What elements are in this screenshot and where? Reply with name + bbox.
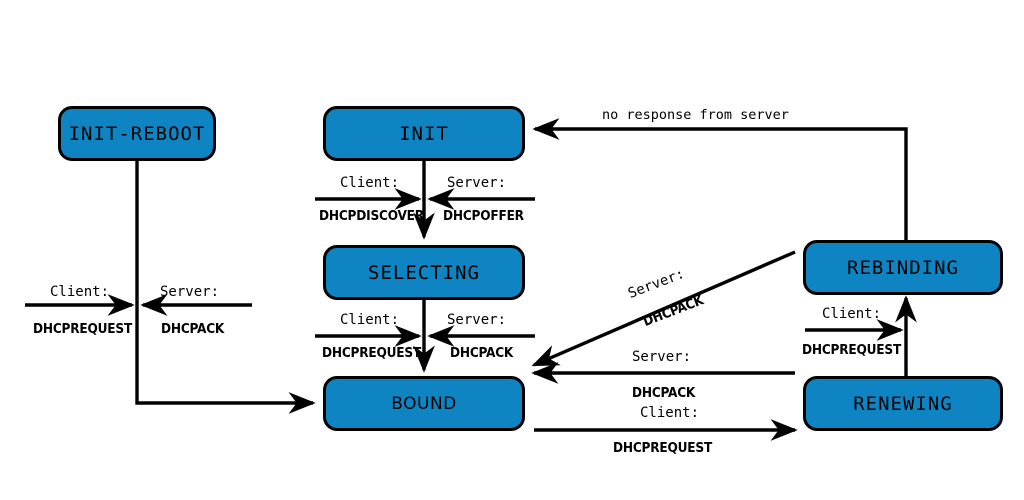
edge-initreboot-to-bound bbox=[135, 161, 316, 414]
state-node-selecting[interactable]: SELECTING bbox=[323, 245, 525, 300]
state-label-init: INIT bbox=[399, 122, 449, 145]
edge-label-selecting-client-msg: DHCPREQUEST bbox=[322, 345, 422, 361]
edge-label-no-response-note: no response from server bbox=[602, 107, 789, 123]
edge-label-reboot-server-msg: DHCPACK bbox=[161, 321, 225, 337]
state-node-init[interactable]: INIT bbox=[323, 106, 525, 161]
state-label-selecting: SELECTING bbox=[368, 261, 480, 284]
edge-label-bound-renewing-actor: Client: bbox=[640, 405, 700, 421]
edge-label-reboot-client-msg: DHCPREQUEST bbox=[33, 321, 133, 337]
state-label-bound: BOUND bbox=[391, 393, 457, 414]
edge-label-selecting-server-actor: Server: bbox=[447, 312, 507, 328]
edge-label-selecting-client-actor: Client: bbox=[340, 312, 400, 328]
edge-rebinding-to-bound bbox=[531, 250, 796, 367]
edge-label-selecting-server-msg: DHCPACK bbox=[450, 345, 514, 361]
edge-label-renewing-rebinding-msg: DHCPREQUEST bbox=[802, 342, 902, 358]
state-node-bound[interactable]: BOUND bbox=[323, 376, 525, 431]
edge-label-bound-renewing-msg: DHCPREQUEST bbox=[613, 440, 713, 456]
edge-label-renewing-bound-actor: Server: bbox=[632, 349, 692, 365]
edge-rebinding-to-init bbox=[532, 118, 908, 240]
edge-label-init-server-actor: Server: bbox=[447, 175, 507, 191]
edge-label-renewing-rebinding-actor: Client: bbox=[822, 306, 882, 322]
edge-label-init-client-actor: Client: bbox=[340, 175, 400, 191]
state-label-renewing: RENEWING bbox=[853, 392, 953, 415]
state-label-init-reboot: INIT-REBOOT bbox=[68, 122, 206, 145]
edge-label-renewing-bound-msg: DHCPACK bbox=[632, 385, 696, 401]
state-node-init-reboot[interactable]: INIT-REBOOT bbox=[58, 106, 216, 161]
edge-label-init-server-msg: DHCPOFFER bbox=[443, 208, 524, 224]
state-node-renewing[interactable]: RENEWING bbox=[803, 376, 1003, 431]
state-label-rebinding: REBINDING bbox=[847, 256, 959, 279]
edge-label-reboot-server-actor: Server: bbox=[160, 284, 220, 300]
edge-label-init-client-msg: DHCPDISCOVER bbox=[319, 208, 424, 224]
state-node-rebinding[interactable]: REBINDING bbox=[803, 240, 1003, 295]
edge-label-reboot-client-actor: Client: bbox=[50, 284, 110, 300]
